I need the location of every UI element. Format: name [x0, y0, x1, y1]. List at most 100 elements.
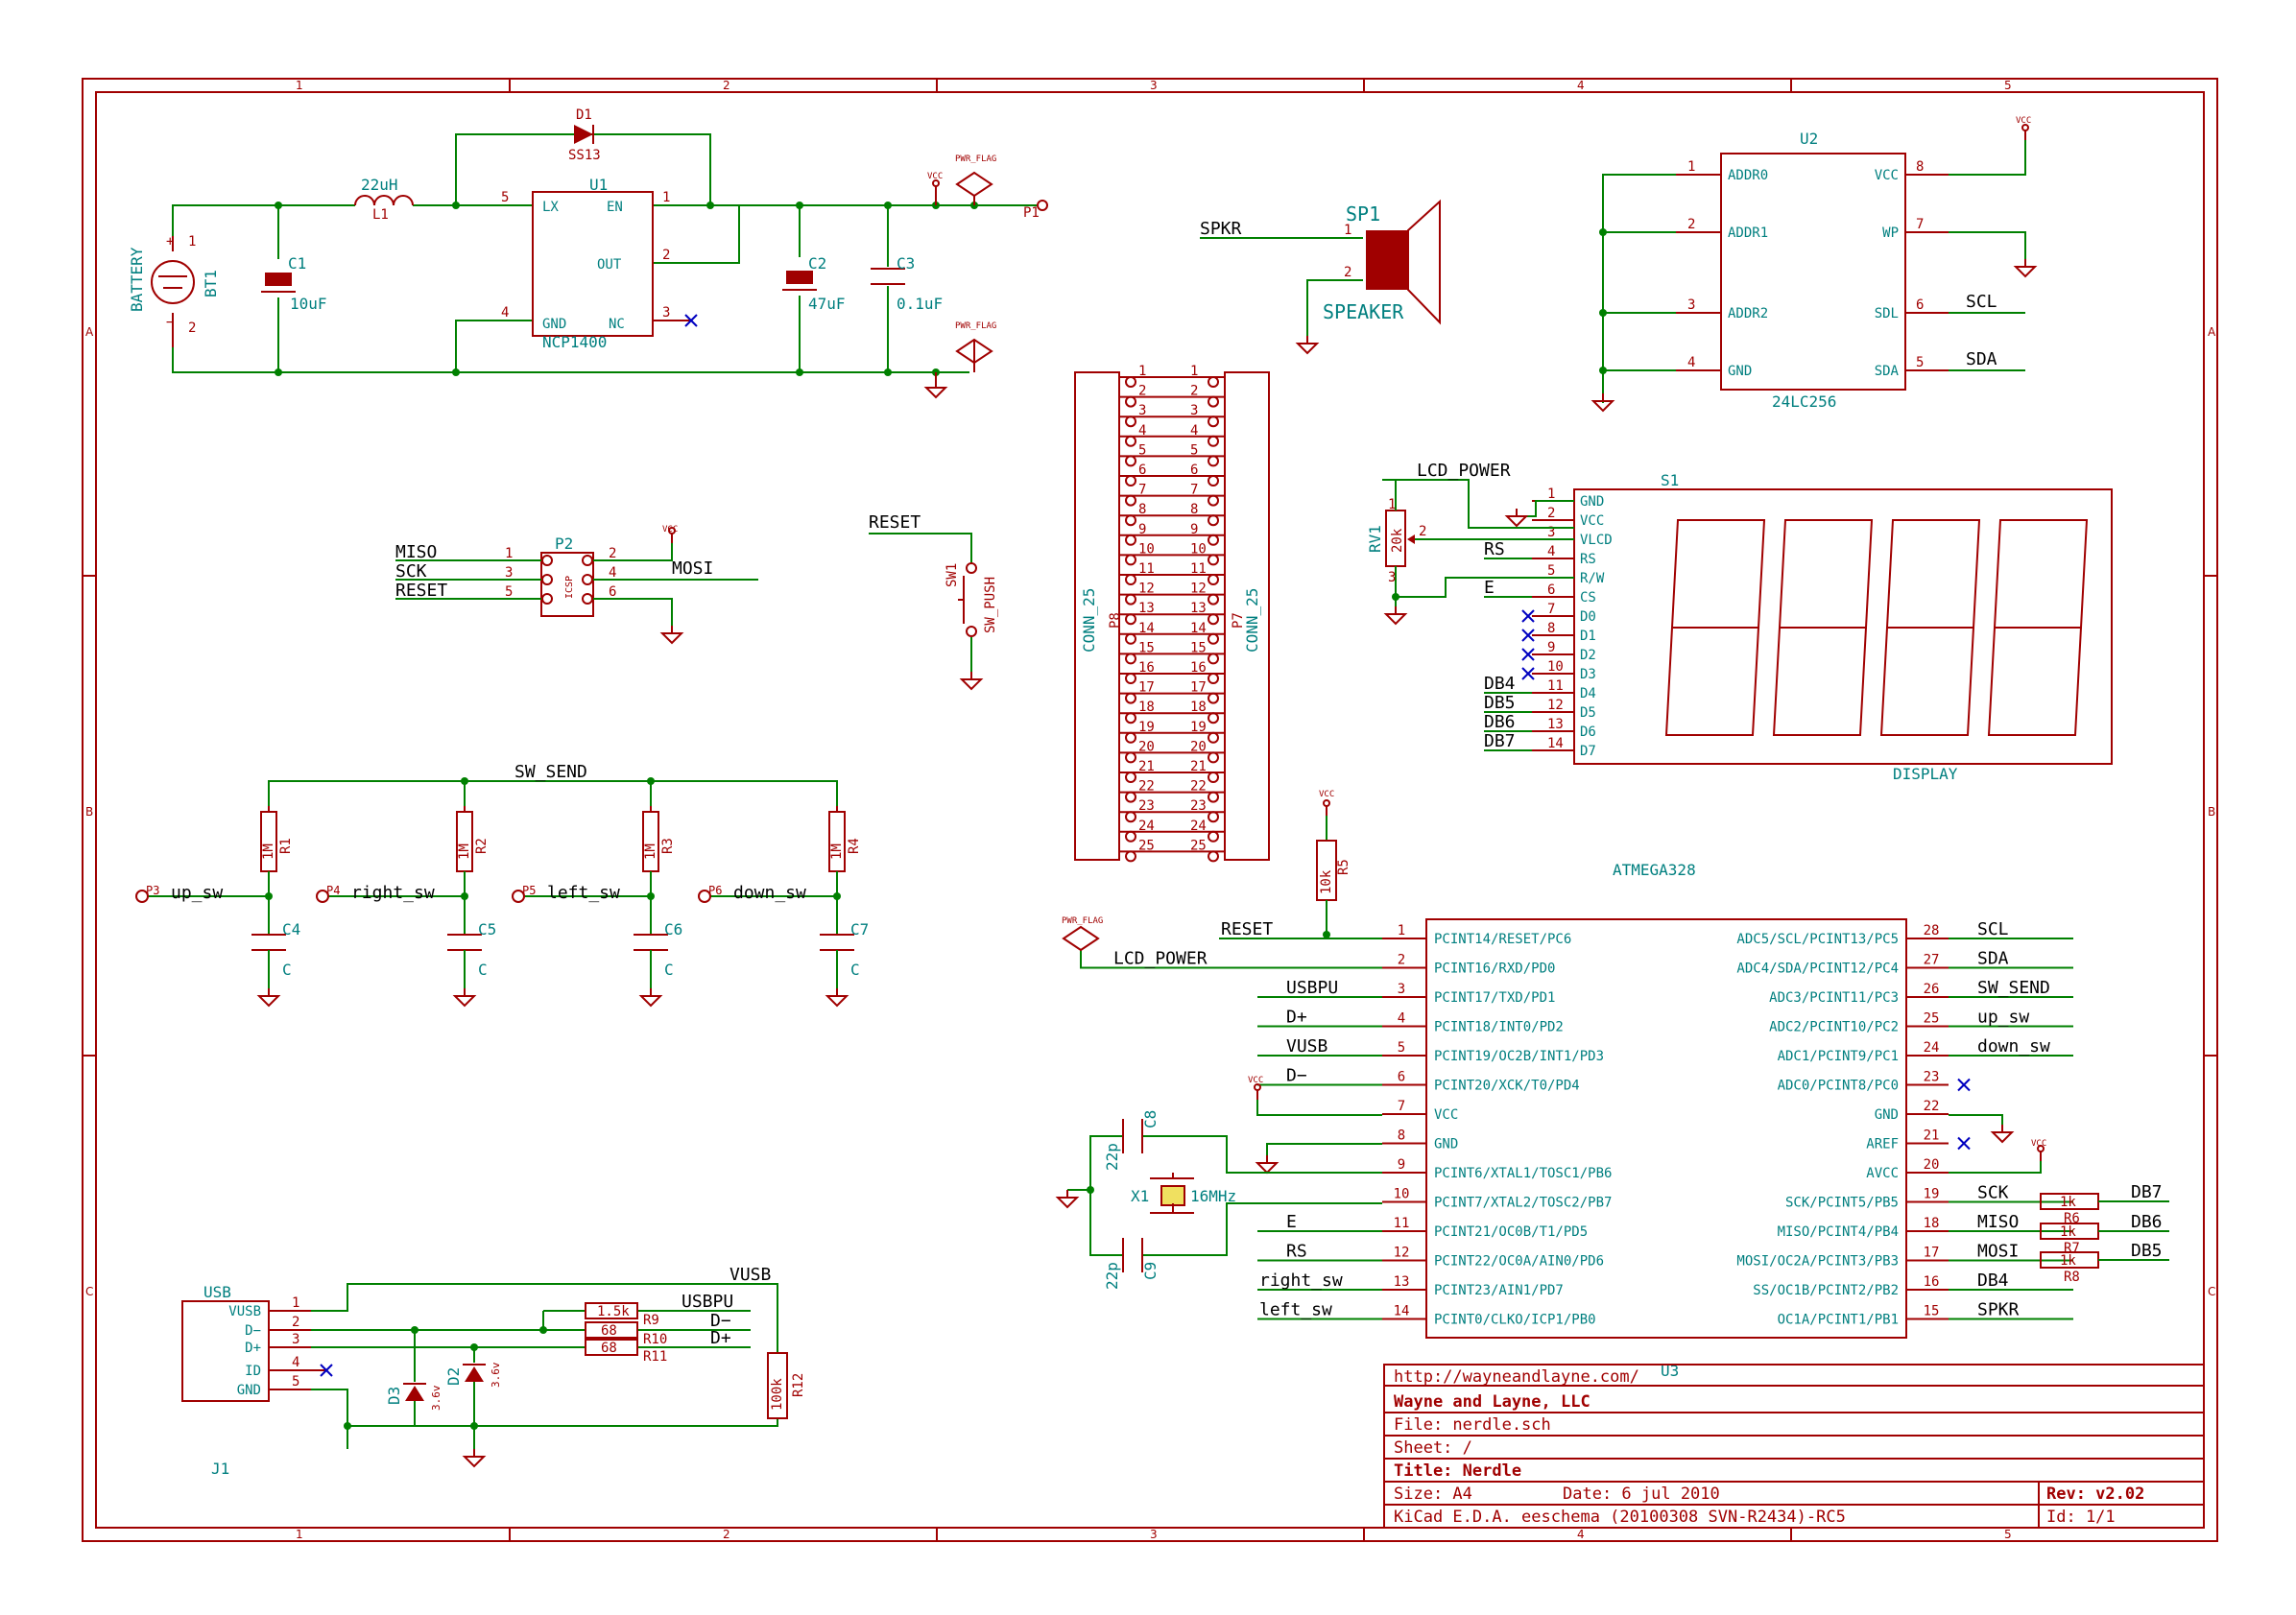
svg-text:USBPU: USBPU	[682, 1292, 733, 1312]
mcu-net-label: USBPU	[1286, 978, 1338, 998]
gnd-pin8	[1256, 1143, 1382, 1174]
display-pin-number: 14	[1547, 736, 1564, 751]
mcu-net-label: E	[1286, 1212, 1297, 1232]
header-pin-number: 25	[1138, 838, 1155, 853]
display-pin-number: 3	[1547, 525, 1555, 540]
mcu-net-label: right_sw	[1259, 1271, 1343, 1291]
display-pin-name: CS	[1580, 590, 1596, 606]
icsp-net-label: SCK	[395, 561, 427, 582]
mcu-net-label: LCD_POWER	[1113, 949, 1208, 969]
series-net-label: DB6	[2131, 1212, 2163, 1232]
display-net-label: DB6	[1484, 712, 1516, 732]
display-net-label: DB5	[1484, 693, 1516, 713]
mcu-pin-name: MOSI/OC2A/PCINT3/PB3	[1736, 1254, 1899, 1270]
header-pin-number: 5	[1138, 442, 1146, 458]
header-pin-number: 14	[1190, 621, 1207, 636]
mcu-pin-name: ADC4/SDA/PCINT12/PC4	[1736, 962, 1899, 977]
header-pin-number: 16	[1138, 660, 1155, 676]
header-pin-number: 15	[1138, 640, 1155, 655]
header-p7: CONN_25 P7	[1224, 371, 1270, 861]
port-ref: P6	[708, 884, 722, 897]
header-pin-number: 11	[1138, 561, 1155, 577]
tb-file: File: nerdle.sch	[1394, 1415, 1551, 1435]
svg-text:U2: U2	[1800, 130, 1818, 148]
capacitor-value: C	[282, 961, 292, 979]
svg-text:GND: GND	[542, 317, 566, 332]
digit-2	[1772, 519, 1874, 736]
display-pin-number: 1	[1547, 487, 1555, 502]
mcu-pin-number: 28	[1924, 923, 1940, 938]
vcc-power-1: VCC	[927, 172, 943, 205]
mcu-pin-number: 7	[1398, 1099, 1405, 1114]
zone-column-label: 4	[1577, 79, 1585, 92]
mcu-net-label: MISO	[1977, 1212, 2019, 1232]
svg-text:10k: 10k	[1319, 869, 1334, 894]
svg-text:C9: C9	[1141, 1262, 1160, 1280]
svg-text:VCC: VCC	[1248, 1076, 1263, 1085]
display-pin-name: D6	[1580, 724, 1596, 740]
display-pin-number: 7	[1547, 602, 1555, 617]
header-pin-number: 20	[1138, 739, 1155, 754]
mcu-pin-number: 2	[1398, 953, 1405, 968]
battery-bt1: + − 1 2 BATTERY BT1	[128, 234, 220, 347]
svg-text:X1: X1	[1131, 1187, 1149, 1205]
resistor-ref: R1	[278, 838, 294, 854]
zone-column-label: 5	[2004, 1528, 2012, 1541]
zone-column-label: 3	[1150, 1528, 1158, 1541]
header-pin-number: 21	[1138, 759, 1155, 774]
mcu-net-label: D+	[1286, 1008, 1307, 1028]
mcu-net-label: VUSB	[1286, 1036, 1327, 1057]
pwr-flag-1: PWR_FLAG	[955, 154, 996, 206]
lcd-power-label: LCD_POWER	[1417, 461, 1511, 481]
display-pin-name: VCC	[1580, 513, 1604, 529]
spkr-net-label: SPKR	[1200, 219, 1242, 239]
mcu-net-label: RESET	[1221, 919, 1273, 939]
d1-ref: D1	[576, 107, 592, 123]
l1-ref: L1	[372, 207, 389, 223]
mcu-pin-number: 1	[1398, 923, 1405, 938]
header-pin-number: 1	[1138, 364, 1146, 379]
svg-text:2: 2	[1419, 524, 1426, 539]
display-pin-name: D5	[1580, 705, 1596, 721]
capacitor-value: C	[850, 961, 860, 979]
display-pin-name: D2	[1580, 648, 1596, 663]
mcu-pin-name: GND	[1434, 1137, 1458, 1152]
svg-text:SW_PUSH: SW_PUSH	[983, 577, 998, 633]
digit-1	[1664, 519, 1766, 736]
mcu-pin-number: 21	[1924, 1128, 1940, 1144]
eeprom-pin-number: 4	[1687, 355, 1695, 370]
port-ref: P3	[146, 884, 159, 897]
svg-text:VCC: VCC	[927, 172, 943, 181]
header-pin-number: 18	[1190, 700, 1207, 715]
icsp-net-label: MOSI	[672, 558, 713, 579]
header-pin-number: 16	[1190, 660, 1207, 676]
svg-text:47uF: 47uF	[808, 295, 846, 313]
mcu-net-label: MOSI	[1977, 1242, 2019, 1262]
display-pin-name: D3	[1580, 667, 1596, 682]
svg-text:PWR_FLAG: PWR_FLAG	[955, 154, 996, 164]
header-pin-number: 17	[1138, 680, 1155, 696]
c1-value: 10uF	[290, 295, 327, 313]
mcu-pin-number: 22	[1924, 1099, 1940, 1114]
usb-pin-name: VUSB	[228, 1304, 261, 1319]
header-pin-number: 2	[1190, 384, 1198, 399]
display-pin-number: 4	[1547, 544, 1555, 559]
header-pin-number: 19	[1138, 720, 1155, 735]
header-pin-number: 12	[1138, 582, 1155, 597]
eeprom-pin-name: VCC	[1875, 168, 1899, 183]
icsp-pin-number: 2	[609, 546, 616, 561]
eeprom-net-label: SCL	[1966, 292, 1997, 312]
svg-text:J1: J1	[211, 1460, 229, 1478]
mcu-pin-number: 16	[1924, 1274, 1940, 1290]
svg-text:P1: P1	[1023, 205, 1040, 221]
eeprom-net-label: SDA	[1966, 349, 1997, 369]
mcu-pin-name: PCINT19/OC2B/INT1/PD3	[1434, 1049, 1604, 1064]
svg-text:2: 2	[188, 321, 196, 336]
resistor-ref: R3	[660, 838, 676, 854]
reset-switch-sw1[interactable]: RESET SW1 SW_PUSH	[869, 512, 998, 690]
eeprom-pin-name: SDA	[1875, 364, 1900, 379]
header-pin-number: 7	[1190, 483, 1198, 498]
header-pin-number: 18	[1138, 700, 1155, 715]
